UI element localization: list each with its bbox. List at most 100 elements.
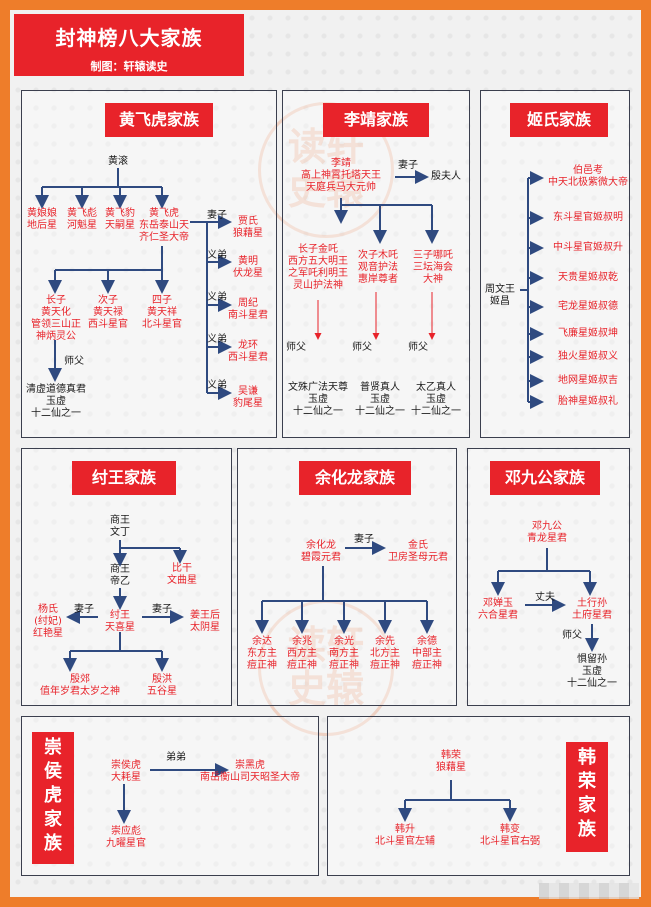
ji-item-3: 中斗星官姬叔升: [553, 242, 623, 253]
watermark-seal-bottom: 读轩 史辕: [258, 600, 394, 736]
panel-li: [282, 90, 470, 438]
header-han-char: 荣: [578, 771, 596, 792]
huang-son-2: 次子黄天禄西斗星官: [88, 295, 128, 330]
ji-root: 周文王姬昌: [485, 284, 515, 307]
page-title: 封神榜八大家族: [55, 26, 203, 50]
huang-master-label: 师父: [64, 356, 84, 367]
header-yu: 余化龙家族: [299, 461, 411, 495]
header-chong: 崇 侯 虎 家 族: [32, 732, 74, 864]
huang-child-1: 黄娘娘地后星: [27, 208, 57, 231]
header-ji: 姬氏家族: [510, 103, 608, 137]
li-master-3: 太乙真人玉虚十二仙之一: [411, 382, 461, 417]
deng-husband-label: 丈夫: [535, 592, 555, 603]
han-root: 韩荣狼藉星: [436, 750, 466, 773]
header-deng: 邓九公家族: [490, 461, 600, 495]
yu-son-1: 余达东方主痘正神: [247, 636, 277, 671]
huang-wife-label: 妻子: [207, 210, 227, 221]
zhou-wife1-label: 妻子: [74, 604, 94, 615]
han-son-1: 韩升北斗星官左辅: [375, 824, 435, 847]
chong-bro-label: 弟弟: [166, 752, 186, 763]
blurred-watermark: [539, 883, 639, 899]
zhou-diyi: 商王帝乙: [110, 564, 130, 587]
ji-item-9: 胎神星姬叔礼: [558, 396, 618, 407]
li-wife-label: 妻子: [398, 160, 418, 171]
huang-yd3: 龙环西斗星君: [228, 340, 268, 363]
seal-char: 读: [287, 125, 326, 169]
deng-husband: 土行孙土府星君: [572, 598, 612, 621]
seal-char: 史: [287, 667, 326, 711]
li-son-2: 次子木吒观音护法惠岸尊者: [358, 250, 398, 285]
header-chong-char: 崇: [44, 737, 62, 758]
deng-daughter: 邓婵玉六合星君: [478, 598, 518, 621]
header-chong-char: 家: [44, 809, 62, 830]
li-son-3: 三子哪吒三坛海会大神: [413, 250, 453, 285]
ji-item-6: 飞廉星姬叔坤: [558, 328, 618, 339]
header-li: 李靖家族: [323, 103, 429, 137]
li-master-label-2: 师父: [352, 342, 372, 353]
huang-yd1: 黄明伏龙星: [233, 256, 263, 279]
yu-son-2: 余兆西方主痘正神: [287, 636, 317, 671]
ji-item-4: 天贵星姬叔乾: [558, 272, 618, 283]
header-han-char: 家: [578, 795, 596, 816]
header-han-char: 族: [578, 819, 596, 840]
li-root: 李靖高上神霄托塔天王天庭兵马大元帅: [301, 158, 381, 193]
zhou-root: 商王文丁: [110, 515, 130, 538]
seal-char: 辕: [326, 667, 365, 711]
yu-wife: 金氏卫房圣母元君: [388, 540, 448, 563]
huang-yd4: 吴谦豹尾星: [233, 386, 263, 409]
huang-child-2: 黄飞彪河魁星: [67, 208, 97, 231]
zhou-bigan: 比干文曲星: [167, 563, 197, 586]
han-son-2: 韩变北斗星官右弼: [480, 824, 540, 847]
zhou-king: 纣王天喜星: [105, 610, 135, 633]
deng-master-label: 师父: [562, 630, 582, 641]
header-huang: 黄飞虎家族: [105, 103, 213, 137]
yu-son-5: 余德中部主痘正神: [412, 636, 442, 671]
chong-bro: 崇黑虎南岳衡山司天昭圣大帝: [200, 760, 300, 783]
huang-son-3: 四子黄天祥北斗星官: [142, 295, 182, 330]
zhou-wife1: 杨氏(纣妃)红艳星: [33, 604, 63, 639]
panel-huang: [21, 90, 277, 438]
huang-feihu: 黄飞虎东岳泰山天齐仁圣大帝: [139, 208, 189, 243]
deng-master: 惧留孙玉虚十二仙之一: [567, 654, 617, 689]
huang-yd4-label: 义弟: [207, 380, 227, 391]
chong-root: 崇侯虎大耗星: [111, 760, 141, 783]
li-son-1: 长子金吒西方五大明王之军吒利明王灵山护法神: [288, 244, 348, 291]
huang-child-3: 黄飞豹天嗣星: [105, 208, 135, 231]
page-subtitle: 制图：轩辕读史: [90, 60, 168, 73]
ji-item-8: 地网星姬叔吉: [558, 375, 618, 386]
ji-item-5: 宅龙星姬叔德: [558, 301, 618, 312]
chong-son: 崇应彪九曜星官: [106, 826, 146, 849]
zhou-wife2-label: 妻子: [152, 604, 172, 615]
header-han: 韩 荣 家 族: [566, 742, 608, 852]
li-master-2: 普贤真人玉虚十二仙之一: [355, 382, 405, 417]
title-banner: 封神榜八大家族 制图：轩辕读史: [14, 14, 244, 76]
li-master-1: 文殊广法天尊玉虚十二仙之一: [288, 382, 348, 417]
yu-wife-label: 妻子: [354, 534, 374, 545]
huang-yd2: 周纪南斗星君: [228, 298, 268, 321]
yu-son-3: 余光南方主痘正神: [329, 636, 359, 671]
huang-yd2-label: 义弟: [207, 292, 227, 303]
yu-son-4: 余先北方主痘正神: [370, 636, 400, 671]
header-han-char: 韩: [578, 747, 596, 768]
panel-ji: [480, 90, 630, 438]
ji-item-2: 东斗星官姬叔明: [553, 212, 623, 223]
zhou-son-1: 殷郊值年岁君太岁之神: [40, 674, 120, 697]
header-chong-char: 侯: [44, 761, 62, 782]
huang-wife: 贾氏狼藉星: [233, 216, 263, 239]
li-wife: 殷夫人: [431, 171, 461, 182]
seal-char: 史: [287, 169, 326, 213]
li-master-label-1: 师父: [286, 342, 306, 353]
header-zhou: 纣王家族: [72, 461, 176, 495]
header-chong-char: 虎: [44, 785, 62, 806]
li-master-label-3: 师父: [408, 342, 428, 353]
huang-master: 清虚道德真君玉虚十二仙之一: [26, 384, 86, 419]
zhou-wife2: 姜王后太阴星: [190, 610, 220, 633]
deng-root: 邓九公青龙星君: [527, 521, 567, 544]
huang-yd3-label: 义弟: [207, 334, 227, 345]
yu-root: 余化龙碧霞元君: [301, 540, 341, 563]
zhou-son-2: 殷洪五谷星: [147, 674, 177, 697]
huang-root: 黄滚: [108, 156, 128, 167]
header-chong-char: 族: [44, 833, 62, 854]
huang-son-1: 长子黄天化管领三山正神炳灵公: [31, 295, 81, 342]
